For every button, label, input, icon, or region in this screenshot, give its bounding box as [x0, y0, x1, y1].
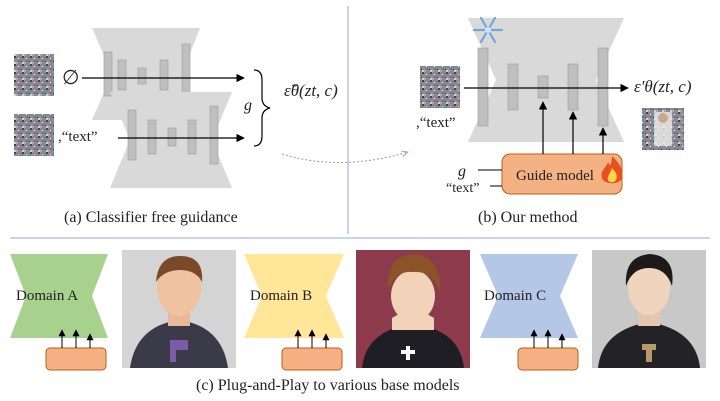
unet-back-layer — [181, 43, 191, 99]
caption-b: (b) Our method — [478, 209, 578, 226]
unet-back-layer — [117, 59, 127, 91]
panel-c-plug-and-play: Domain A Domain B — [10, 250, 706, 394]
domain-b-image — [356, 250, 470, 368]
unet-frozen-layer — [507, 63, 519, 111]
transition-arrow — [281, 152, 408, 163]
unet-frozen-layer — [567, 63, 579, 111]
domain-c-label: Domain C — [484, 288, 546, 304]
caption-c: (c) Plug-and-Play to various base models — [196, 377, 460, 394]
noise-latent-a2 — [14, 114, 54, 156]
domain-a-image — [122, 250, 236, 368]
fire-icon — [601, 156, 623, 184]
unet-frozen-layer — [537, 75, 549, 99]
domain-c-unet — [480, 254, 578, 338]
guidance-brace — [253, 69, 271, 147]
text-token-label-b: ,“text” — [416, 115, 456, 131]
domain-a-label: Domain A — [16, 288, 78, 304]
domain-a-unet — [10, 254, 108, 338]
guide-model-label: Guide model — [516, 168, 594, 184]
guidance-scale-label-b: g — [458, 163, 466, 180]
unet-front-layer — [187, 119, 197, 155]
noise-latent-b — [420, 66, 460, 108]
guidance-scale-label-a: g — [244, 97, 252, 114]
domain-c-guide-box — [517, 347, 579, 371]
output-label-a: ε̃θ(zt, c) — [284, 81, 338, 100]
unet-back-layer — [103, 51, 113, 97]
domain-b-guide-box — [281, 347, 343, 371]
text-token-label-a: ,“text” — [58, 129, 98, 145]
unet-back-layer — [137, 67, 147, 85]
empty-token-label: ∅ — [62, 67, 79, 89]
unet-front-layer — [127, 109, 137, 161]
noise-latent-a1 — [14, 54, 54, 96]
output-image-b — [642, 108, 684, 150]
unet-front-layer — [167, 127, 177, 147]
unet-front-layer — [209, 105, 219, 165]
panel-b-our-method: ,“text” ε′θ(zt, c) Guide model — [416, 16, 692, 226]
panel-a-classifier-free-guidance: ∅ ,“text” g ε̃θ(zt, c) (a) Classifier fr… — [14, 28, 338, 226]
text-input-label-b: “text” — [446, 181, 479, 196]
caption-a: (a) Classifier free guidance — [64, 209, 238, 226]
unet-front-layer — [147, 119, 157, 155]
output-label-b: ε′θ(zt, c) — [634, 77, 692, 96]
domain-b-unet — [244, 254, 344, 338]
unet-back-layer — [159, 59, 169, 91]
domain-c-image — [592, 250, 706, 368]
unet-frozen-layer — [597, 47, 609, 127]
domain-a-guide-box — [45, 347, 107, 371]
unet-frozen-layer — [477, 47, 489, 127]
domain-b-label: Domain B — [250, 288, 312, 304]
snowflake-icon — [472, 16, 504, 44]
